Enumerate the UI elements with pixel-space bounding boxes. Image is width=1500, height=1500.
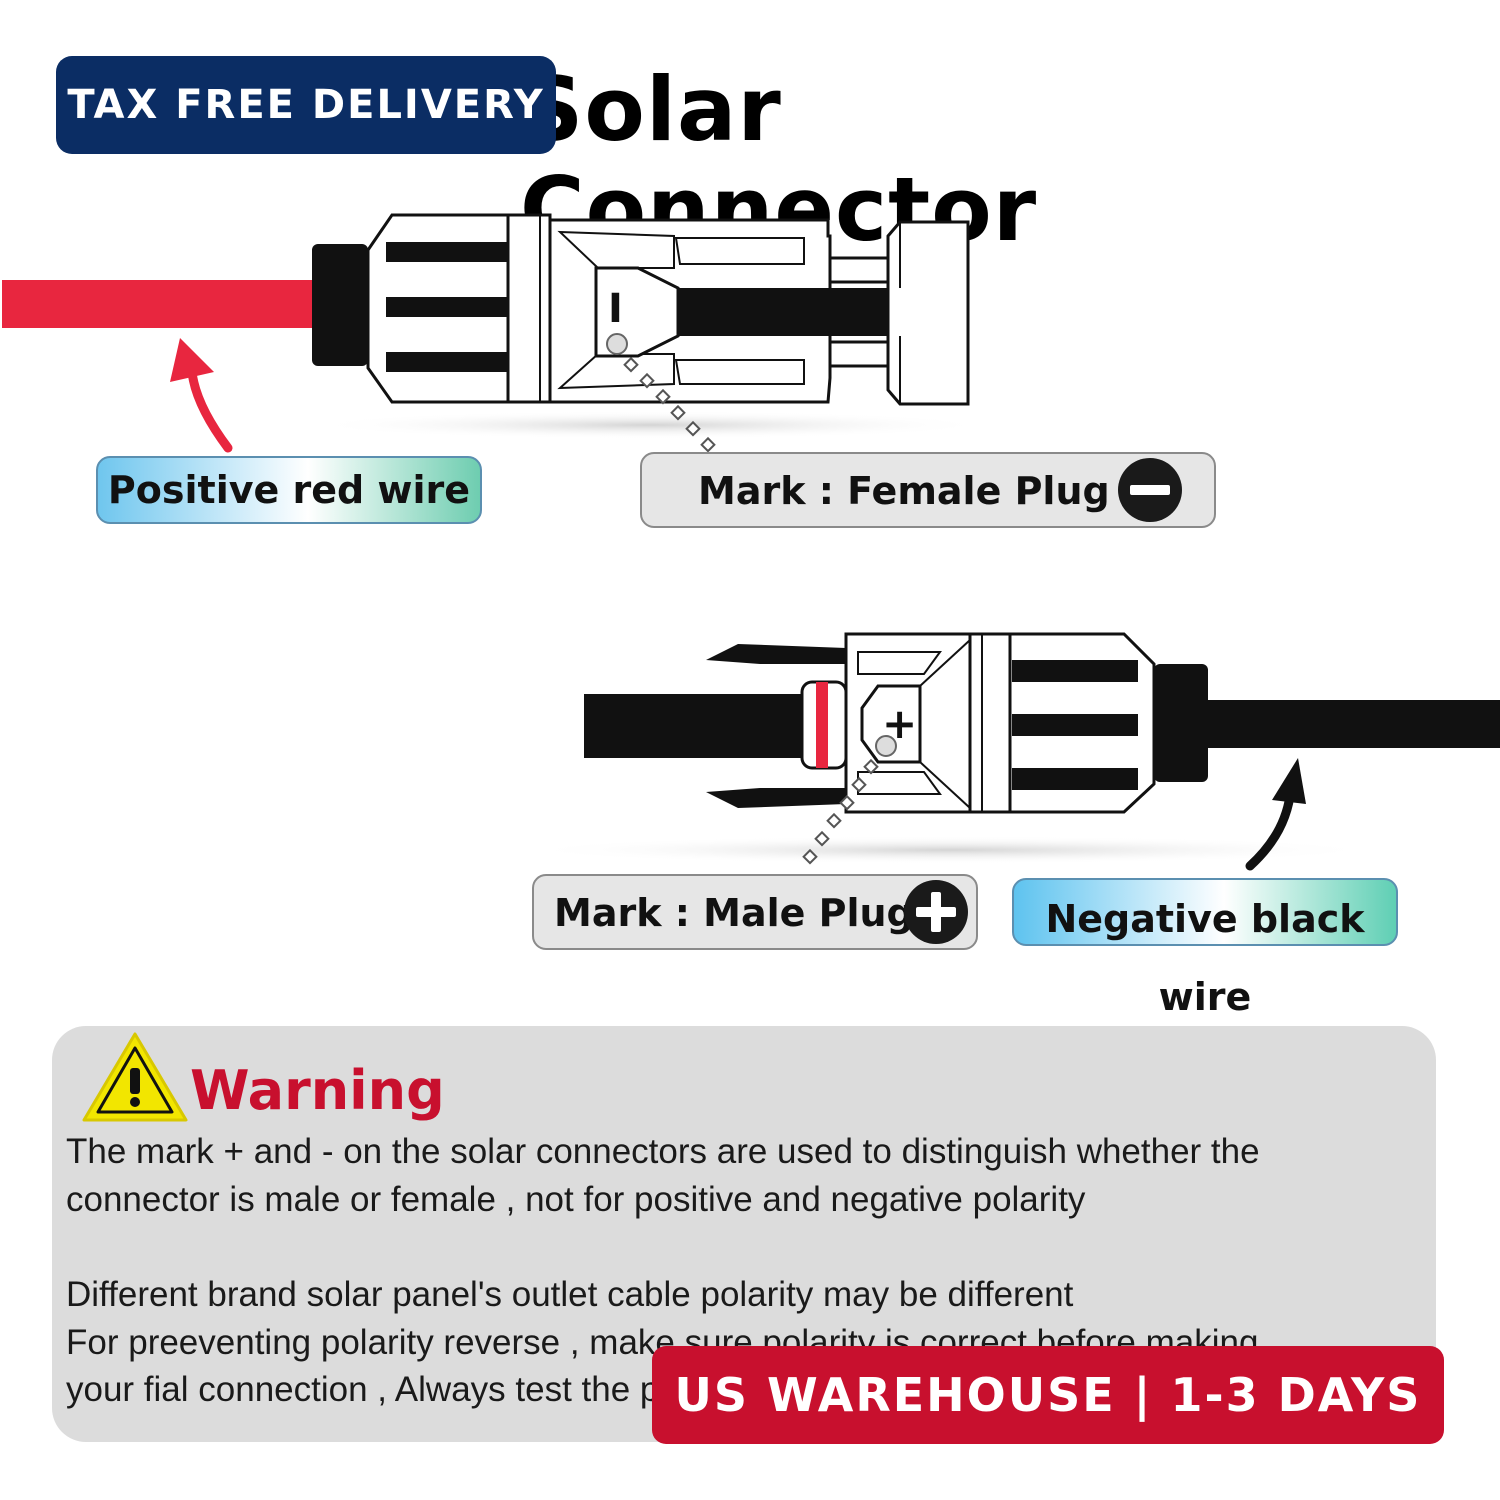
positive-wire-label: Positive red wire xyxy=(96,456,482,524)
warning-line-2: connector is male or female , not for po… xyxy=(66,1180,1086,1219)
us-warehouse-badge: US WAREHOUSE | 1-3 DAYS xyxy=(652,1346,1444,1444)
female-plug-text: Mark : Female Plug xyxy=(698,469,1110,513)
female-plug-label: Mark : Female Plug xyxy=(640,452,1216,528)
negative-wire-label: Negative black wire xyxy=(1012,878,1398,1019)
male-plug-label: Mark : Male Plug xyxy=(532,874,978,950)
female-mark: I xyxy=(608,286,623,332)
minus-sign-icon xyxy=(1118,458,1182,522)
plus-sign-icon xyxy=(904,880,968,944)
connector-diagram: I + xyxy=(2,213,1500,871)
black-wire xyxy=(584,694,806,758)
red-arrow-icon xyxy=(170,338,233,453)
black-arrow-icon xyxy=(1245,758,1306,871)
male-plug-text: Mark : Male Plug xyxy=(554,891,914,935)
warning-triangle-icon xyxy=(82,1032,188,1122)
red-wire xyxy=(2,280,314,328)
warning-line-1: The mark + and - on the solar connectors… xyxy=(66,1132,1260,1171)
female-connector: I xyxy=(2,213,990,453)
warning-title: Warning xyxy=(190,1059,445,1122)
warning-line-5: your fial connection , Always test the p… xyxy=(66,1370,753,1409)
male-connector: + xyxy=(520,632,1500,865)
warning-line-3: Different brand solar panel's outlet cab… xyxy=(66,1275,1074,1314)
tax-free-badge: TAX FREE DELIVERY xyxy=(56,56,556,154)
